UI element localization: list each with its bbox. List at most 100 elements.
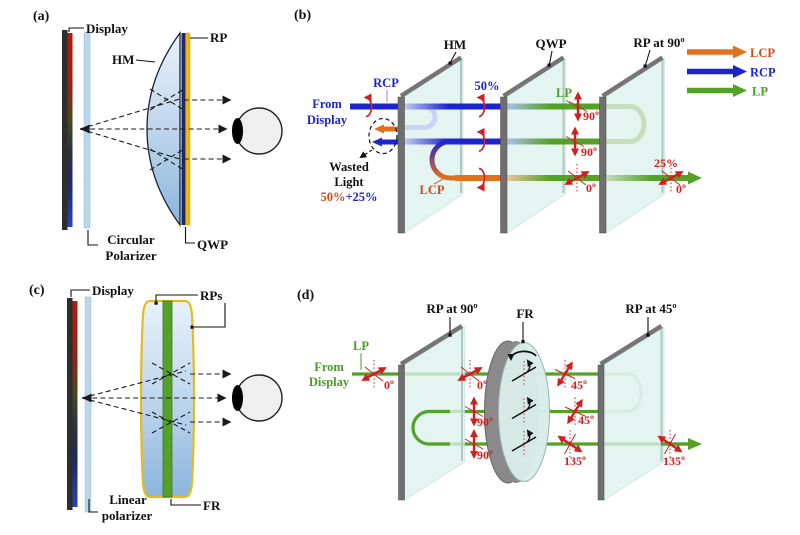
rp90-plate [398, 324, 465, 501]
linear-polarizer-label-line1: Linear [109, 492, 147, 507]
light-rays [79, 88, 232, 171]
rp90-plate-label: RP at 90º [426, 301, 477, 316]
rp90-plate [601, 55, 665, 234]
legend: LCP RCP LP [687, 45, 776, 99]
angle-0-exit: 0º [676, 182, 686, 196]
rp90-plate-leader [644, 49, 651, 66]
linear-polarizer-bar-icon [84, 296, 92, 513]
rp90-plate-edge [398, 364, 405, 501]
panel-d: (d) [297, 288, 702, 501]
lcp-legend-arrowhead [733, 45, 747, 59]
hm-plate-edge [397, 96, 405, 234]
pct50-label: 50% [475, 79, 500, 93]
wasted-rcp-arrow [372, 137, 382, 147]
qwp-plate-leader [548, 50, 553, 65]
qwp-leader [184, 227, 195, 244]
hm-leader [135, 59, 156, 63]
light-beams-b [350, 103, 702, 185]
lp-legend-arrowhead [733, 84, 747, 97]
panel-a: (a) Display HM R [33, 9, 283, 263]
linear-polarizer-label-line2: polarizer [102, 508, 153, 523]
angle-r1b: 0º [477, 378, 487, 392]
hm-plate-leader [450, 51, 457, 63]
angle-90-mid: 90º [581, 145, 597, 159]
rp45-plate [597, 324, 665, 501]
angle-r1a: 0º [384, 378, 394, 392]
rp90-plate-dot [448, 333, 452, 337]
wasted-light-circle [368, 117, 398, 155]
wasted-light-pointer [359, 149, 373, 159]
qwp-plate-dot [547, 63, 551, 67]
hm-plate-label: HM [444, 37, 466, 52]
panel-a-tag: (a) [33, 9, 50, 24]
angle-exit: 135º [663, 454, 685, 468]
display-leader [68, 27, 84, 32]
rps-dot-left [154, 301, 158, 305]
light-rays [81, 362, 232, 434]
qwp-plate-edge [500, 96, 508, 234]
qwp-plate-label: QWP [535, 36, 566, 51]
biconvex-lens-icon [139, 299, 196, 499]
eye-icon [232, 107, 283, 155]
pct25-label: 25% [654, 156, 678, 170]
linear-polarizer-leader [88, 499, 98, 513]
rcp-label: RCP [373, 76, 399, 90]
fr-rotation-arrow-icon [507, 350, 537, 361]
wasted-light-percentages: 50%+25% [320, 190, 377, 204]
lcp-label: LCP [420, 183, 445, 197]
panel-d-tag: (d) [297, 288, 314, 303]
fr-label: FR [516, 306, 534, 321]
lp-label-d: LP [353, 339, 369, 353]
circular-polarizer-leader [87, 230, 98, 246]
exit-beam-arrowhead [688, 171, 702, 185]
rp45-plate-dot [646, 333, 650, 337]
display-stack-icon [67, 298, 78, 510]
hm-label: HM [112, 52, 134, 67]
fr-disk-icon [484, 340, 550, 484]
rps-leader-left [155, 294, 198, 302]
fr-label: FR [203, 498, 221, 513]
angle-r3a: 90º [477, 448, 493, 462]
panel-c-tag: (c) [29, 283, 45, 298]
from-display-label-line2: Display [307, 113, 348, 127]
legend-lcp-label: LCP [750, 46, 775, 60]
rp45-plate-label: RP at 45º [625, 301, 676, 316]
fr-strip-icon [162, 300, 173, 498]
wasted-light-label-line1: Wasted [329, 160, 369, 174]
angle-r2b: 45º [578, 413, 594, 427]
rp-label: RP [210, 30, 227, 45]
rp45-plate-edge [597, 364, 605, 501]
circular-polarizer-label-line2: Polarizer [105, 248, 156, 263]
panel-b-tag: (b) [294, 8, 311, 23]
wasted-lcp-arrow [374, 124, 384, 134]
fr-dot [521, 340, 525, 344]
wasted-light-arrows [359, 117, 404, 159]
qwp-label: QWP [197, 237, 228, 252]
angle-90-top: 90º [583, 109, 599, 123]
eye-icon [232, 374, 283, 422]
panel-c: (c) Display RPs [29, 283, 283, 523]
angle-r2a: 90º [477, 415, 493, 429]
display-leader [70, 289, 90, 297]
lp-label-b: LP [556, 86, 572, 100]
hm-back-reflection-uturn [429, 139, 462, 181]
angle-0-mid: 0º [586, 181, 596, 195]
rcp-legend-arrowhead [733, 65, 747, 78]
rp90-reflection-uturn [606, 104, 647, 144]
fr-rotation-indicator [511, 396, 537, 425]
display-label: Display [92, 283, 134, 298]
lp-leader-b [565, 99, 573, 106]
display-label: Display [86, 21, 128, 36]
hm-plate-dot [448, 61, 452, 65]
from-display-label-line1: From [312, 97, 342, 111]
wasted-pct-main: 50% [320, 190, 345, 204]
hm-plate [399, 55, 464, 234]
fr-rotation-indicator [511, 429, 537, 457]
legend-rcp-label: RCP [750, 66, 776, 80]
qwp-plate [502, 55, 566, 234]
from-display-label-line1: From [314, 360, 344, 374]
legend-lp-label: LP [752, 85, 768, 99]
rp90-plate-dot [643, 64, 647, 68]
